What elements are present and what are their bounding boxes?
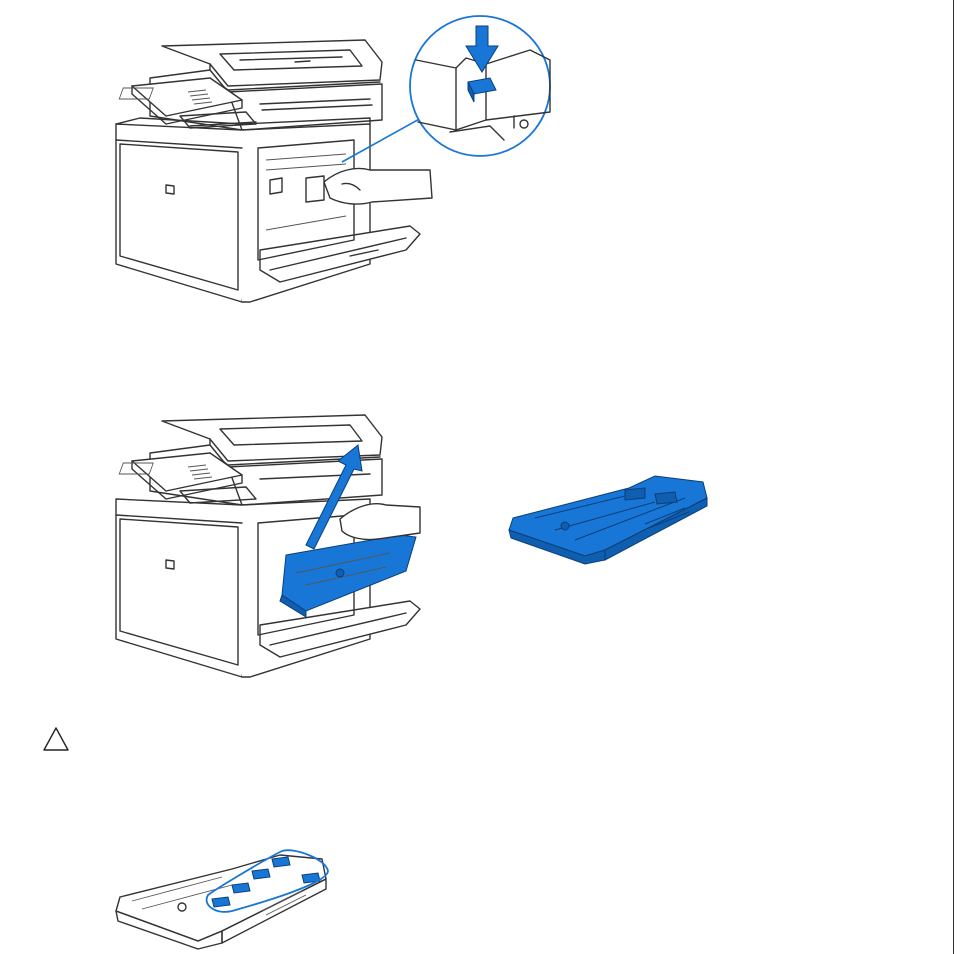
caution-triangle-icon — [43, 727, 69, 751]
figure-waste-toner-box — [505, 468, 715, 568]
waste-toner-box-openings-icon — [112, 845, 337, 950]
figure-press-lock-lever — [110, 20, 560, 320]
printer-press-lock-lever-icon — [110, 20, 560, 320]
waste-toner-box-icon — [505, 468, 715, 568]
printer-remove-waste-toner-box-icon — [110, 395, 430, 695]
figure-remove-waste-toner-box — [110, 395, 430, 695]
caution-marker — [43, 727, 69, 751]
right-edge-rule — [953, 0, 954, 954]
figure-waste-toner-box-openings — [112, 845, 337, 950]
